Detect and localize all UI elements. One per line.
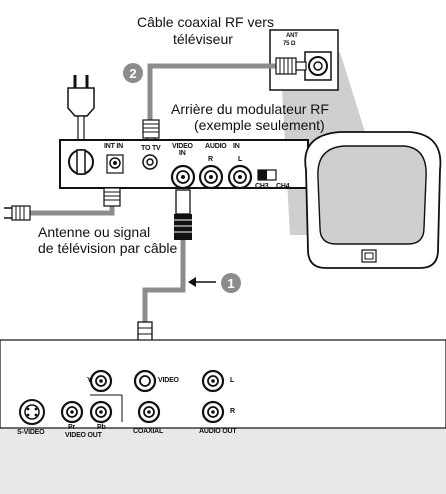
player-audio-out-label: AUDIO OUT: [199, 428, 237, 435]
video-cable-plug-top: [174, 189, 192, 240]
player-l-label: L: [230, 377, 235, 384]
audio-r-label: R: [208, 156, 213, 163]
player-pb-label: Pb: [97, 424, 106, 431]
rf-cable-plug-tv: [275, 57, 307, 75]
rf-modulator: [59, 139, 309, 190]
rf-cable-label-line2: téléviseur: [173, 31, 233, 47]
antenna-cable-end: [4, 205, 31, 221]
tv-ohm-label: 75 Ω: [283, 41, 296, 47]
antenna-cable-plug: [103, 187, 121, 207]
modulator-label-line2: (exemple seulement): [194, 117, 325, 133]
antenna-label-line1: Antenne ou signal: [38, 224, 151, 240]
int-in-label: INT IN: [104, 143, 124, 150]
step-2-badge: 2: [123, 63, 143, 83]
tv-ant-label: ANT: [286, 33, 298, 39]
video-label: VIDEO: [172, 143, 193, 150]
antenna-label-line2: de télévision par câble: [38, 240, 178, 256]
player-svideo-label: S-VIDEO: [17, 429, 45, 436]
modulator-label-line1: Arrière du modulateur RF: [171, 101, 329, 117]
player-y-label: Y: [87, 377, 92, 384]
arrow-step1: [188, 277, 216, 287]
ch3-label: CH3: [255, 183, 269, 190]
rf-cable-label-line1: Câble coaxial RF vers: [137, 14, 274, 30]
television: [304, 131, 442, 269]
audio-l-label: L: [238, 156, 243, 163]
player-coaxial-label: COAXIAL: [133, 428, 164, 435]
power-plug: [67, 75, 95, 157]
video-in-label: IN: [179, 150, 186, 157]
player-r-label: R: [230, 408, 235, 415]
rf-coaxial-cable: [147, 63, 283, 122]
audio-in-label: IN: [233, 143, 240, 150]
player-video-out-label: VIDEO OUT: [65, 432, 102, 439]
step-1-badge: 1: [221, 273, 241, 293]
to-tv-label: TO TV: [141, 145, 161, 152]
player-pr-label: Pr: [68, 424, 75, 431]
audio-label: AUDIO: [205, 143, 227, 150]
video-cable: [142, 240, 186, 338]
dvd-player-back-panel: [0, 339, 446, 429]
ch4-label: CH4: [276, 183, 290, 190]
player-video-label: VIDEO: [158, 377, 179, 384]
tv-antenna-input: [269, 29, 339, 91]
